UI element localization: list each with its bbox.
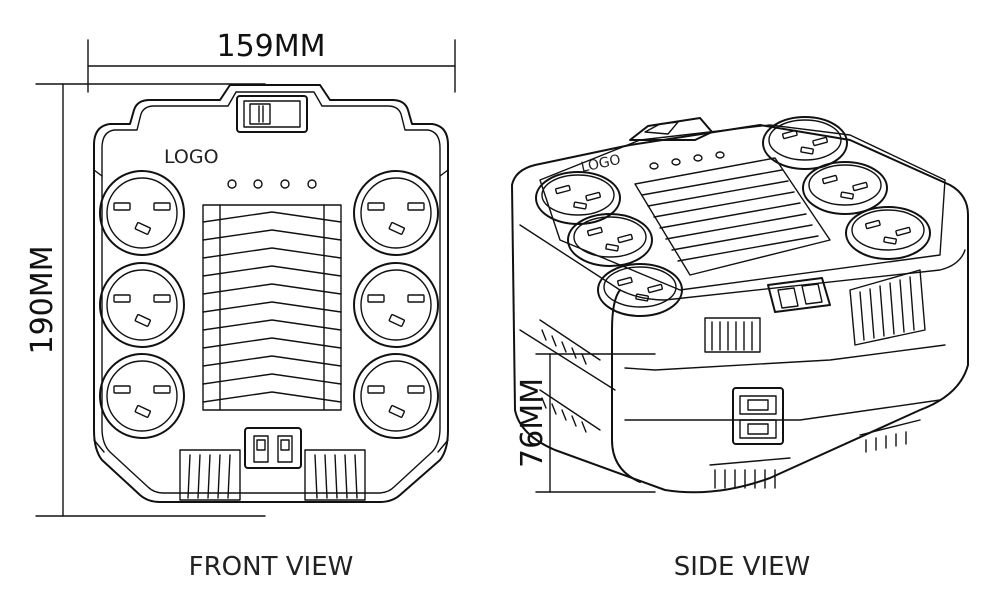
height-dimension: 190MM bbox=[25, 83, 266, 517]
indicator-led-icon bbox=[227, 179, 317, 189]
indicator-led-icon bbox=[649, 151, 725, 170]
power-switch-icon bbox=[236, 95, 308, 133]
front-logo: LOGO bbox=[164, 146, 219, 168]
width-dimension: 159MM bbox=[87, 29, 456, 93]
vent-grille bbox=[202, 204, 342, 411]
power-switch-icon bbox=[629, 117, 713, 141]
width-label: 159MM bbox=[216, 29, 325, 64]
usb-port-icon bbox=[767, 277, 831, 313]
usb-port-icon bbox=[244, 427, 302, 469]
height-label: 190MM bbox=[25, 245, 60, 354]
side-view: LOGO bbox=[511, 116, 969, 494]
bottom-vents bbox=[179, 449, 366, 501]
front-view: LOGO bbox=[93, 84, 449, 503]
outlet-icon bbox=[99, 170, 439, 439]
front-view-label: FRONT VIEW bbox=[189, 552, 354, 582]
vent-grille bbox=[634, 157, 831, 276]
depth-dimension: 76MM bbox=[515, 353, 656, 493]
phone-jack-icon bbox=[732, 387, 784, 445]
side-view-label: SIDE VIEW bbox=[674, 552, 810, 582]
depth-label: 76MM bbox=[515, 378, 550, 468]
front-vents bbox=[539, 269, 926, 489]
outlet-icon bbox=[535, 116, 931, 317]
